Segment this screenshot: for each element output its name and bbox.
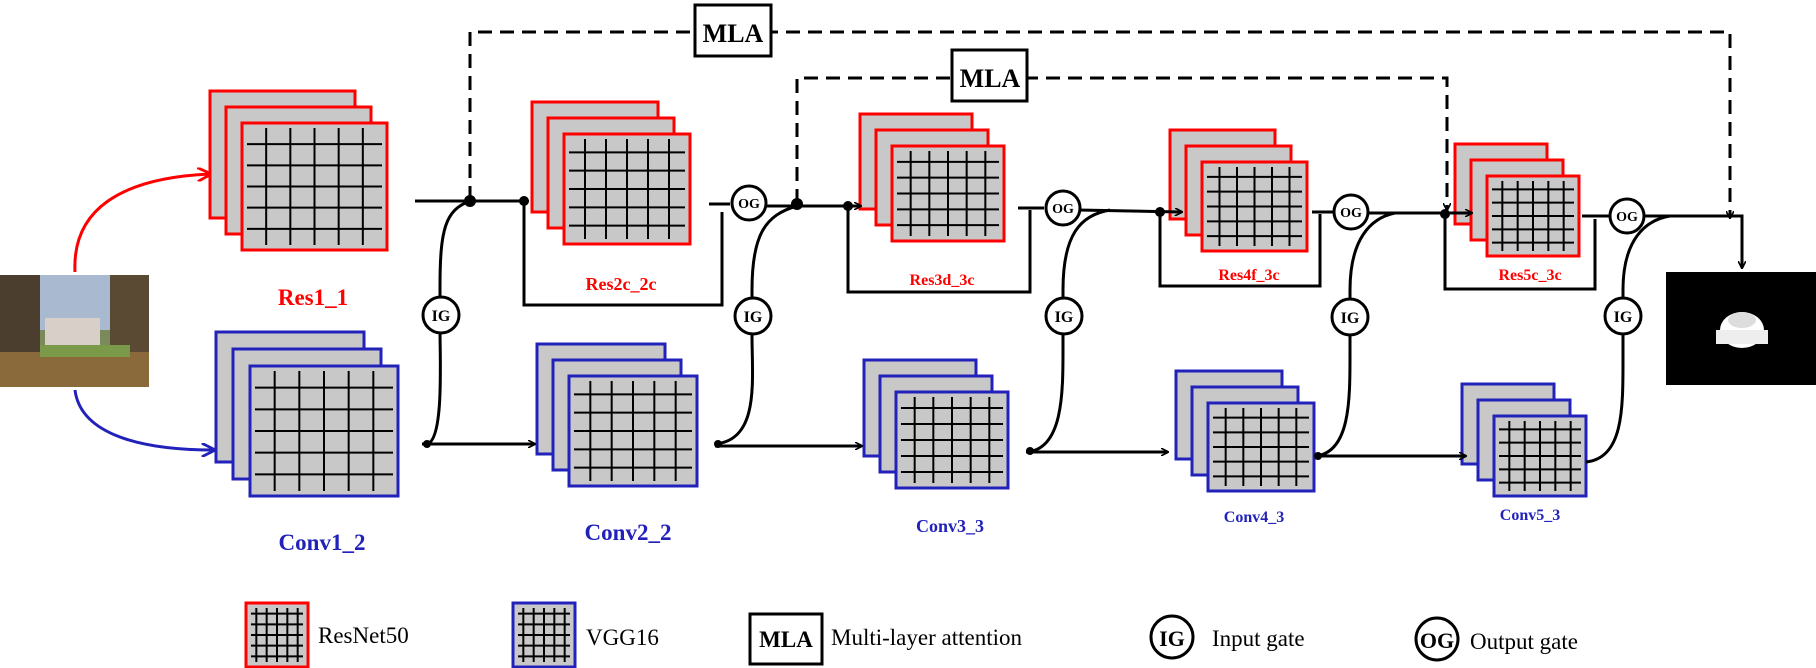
input-gate-label: IG bbox=[432, 308, 451, 325]
top-path-final bbox=[1644, 214, 1742, 268]
input-gate-4: IG bbox=[1330, 297, 1370, 337]
legend-ig-label: Input gate bbox=[1212, 626, 1305, 651]
resnet-stacks: Res1_1 Res2c_2c Res3d_3c Res4f_3c Res5c_3c bbox=[208, 89, 1581, 310]
resnet-label-1: Res1_1 bbox=[278, 285, 348, 310]
ig5-path bbox=[1585, 214, 1671, 464]
res5-skip bbox=[1443, 214, 1597, 291]
vgg-label-4: Conv4_3 bbox=[1224, 509, 1284, 526]
legend-mla-icon: MLA bbox=[748, 612, 824, 666]
res4-skip bbox=[1158, 212, 1322, 288]
input-gate-label: IG bbox=[1055, 309, 1074, 326]
output-gate-1: OG bbox=[730, 184, 768, 222]
mla-box-1: MLA bbox=[693, 3, 773, 58]
gates: IG IG IG IG IG OG OG OG OG bbox=[421, 184, 1646, 337]
mla-label-2: MLA bbox=[960, 64, 1021, 93]
top-path-3 bbox=[1077, 210, 1182, 212]
vgg-label-1: Conv1_2 bbox=[279, 530, 366, 555]
ig4-path bbox=[1315, 211, 1396, 458]
legend-mla-label: Multi-layer attention bbox=[831, 625, 1022, 650]
output-gate-label: OG bbox=[1340, 206, 1362, 221]
resnet-label-2: Res2c_2c bbox=[586, 274, 657, 294]
mla-box-2: MLA bbox=[950, 48, 1029, 103]
legend: ResNet50 VGG16 MLA Multi-layer attention… bbox=[244, 601, 1578, 668]
vgg-label-5: Conv5_3 bbox=[1500, 507, 1560, 524]
saliency-output bbox=[1666, 272, 1816, 385]
vgg-label-3: Conv3_3 bbox=[916, 516, 984, 536]
output-gate-label: OG bbox=[1616, 210, 1638, 225]
red-branch-arrow bbox=[73, 174, 210, 273]
input-gate-5: IG bbox=[1603, 296, 1643, 336]
vgg-block-3 bbox=[862, 358, 1010, 490]
output-gate-2: OG bbox=[1044, 189, 1082, 227]
resnet-block-3 bbox=[858, 112, 1006, 243]
legend-vgg-icon bbox=[511, 601, 577, 668]
connections bbox=[415, 201, 1742, 464]
input-gate-1: IG bbox=[421, 295, 461, 335]
resnet-block-2 bbox=[530, 100, 692, 246]
input-gate-label: IG bbox=[1341, 310, 1360, 327]
vgg-block-5 bbox=[1460, 382, 1588, 498]
legend-og-symbol: OG bbox=[1420, 628, 1454, 653]
legend-resnet-label: ResNet50 bbox=[318, 623, 409, 648]
vgg-block-1 bbox=[214, 330, 400, 498]
output-gate-3: OG bbox=[1332, 193, 1370, 231]
output-gate-label: OG bbox=[1052, 202, 1074, 217]
res2-skip bbox=[522, 201, 724, 307]
input-photo bbox=[0, 275, 149, 387]
input-gate-label: IG bbox=[744, 309, 763, 326]
output-gate-4: OG bbox=[1608, 197, 1646, 235]
mla-label-1: MLA bbox=[703, 19, 764, 48]
input-gate-3: IG bbox=[1044, 296, 1084, 336]
resnet-label-4: Res4f_3c bbox=[1218, 267, 1279, 284]
mla-path-1 bbox=[468, 30, 1730, 218]
legend-resnet-icon bbox=[244, 601, 310, 668]
res3-skip bbox=[846, 206, 1032, 294]
resnet-block-5 bbox=[1453, 142, 1581, 258]
legend-ig-icon: IG bbox=[1149, 614, 1195, 660]
output-gate-label: OG bbox=[738, 197, 760, 212]
input-gate-2: IG bbox=[733, 296, 773, 336]
mla-path-2 bbox=[795, 76, 1447, 210]
blue-branch-arrow bbox=[73, 389, 214, 450]
resnet-block-1 bbox=[208, 89, 389, 252]
resnet-label-3: Res3d_3c bbox=[910, 272, 975, 289]
legend-vgg-label: VGG16 bbox=[586, 625, 659, 650]
resnet-block-4 bbox=[1168, 128, 1309, 253]
junction-dots bbox=[423, 195, 1450, 460]
vgg-block-2 bbox=[535, 342, 699, 488]
mla-connections bbox=[468, 30, 1730, 218]
input-gate-label: IG bbox=[1614, 309, 1633, 326]
vgg-stacks: Conv1_2 Conv2_2 Conv3_3 Conv4_3 Conv5_3 bbox=[214, 330, 1588, 555]
vgg-label-2: Conv2_2 bbox=[585, 520, 672, 545]
resnet-label-5: Res5c_3c bbox=[1498, 267, 1561, 284]
legend-og-label: Output gate bbox=[1470, 629, 1578, 654]
ig3-path bbox=[1025, 208, 1111, 454]
legend-og-icon: OG bbox=[1414, 616, 1460, 662]
vgg-block-4 bbox=[1174, 369, 1316, 493]
legend-ig-symbol: IG bbox=[1159, 626, 1185, 651]
legend-mla-symbol: MLA bbox=[759, 627, 813, 652]
